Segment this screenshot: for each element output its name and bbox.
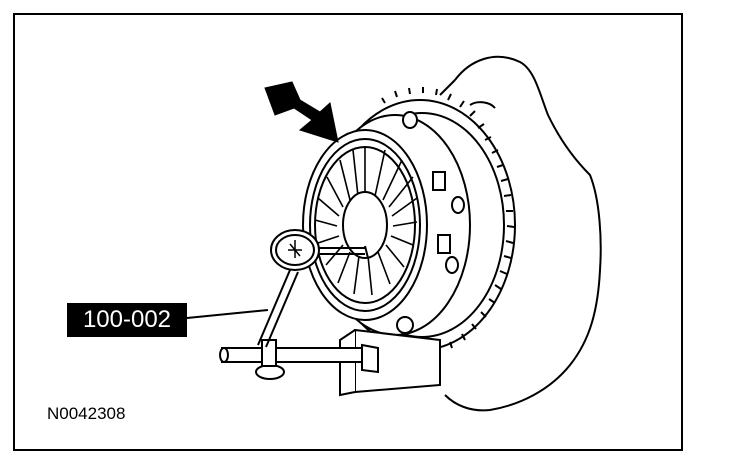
clutch-pressure-plate-icon (302, 129, 428, 321)
indicator-rod (219, 339, 363, 380)
figure-id: N0042308 (47, 404, 126, 423)
arrow-icon (264, 81, 339, 143)
engine-block-outline (439, 55, 602, 412)
callout-leader-line (186, 309, 269, 319)
magnetic-base (339, 328, 441, 397)
dial-indicator-icon (270, 229, 369, 271)
indicator-arm (257, 269, 299, 348)
tool-callout-label: 100-002 (67, 303, 187, 337)
